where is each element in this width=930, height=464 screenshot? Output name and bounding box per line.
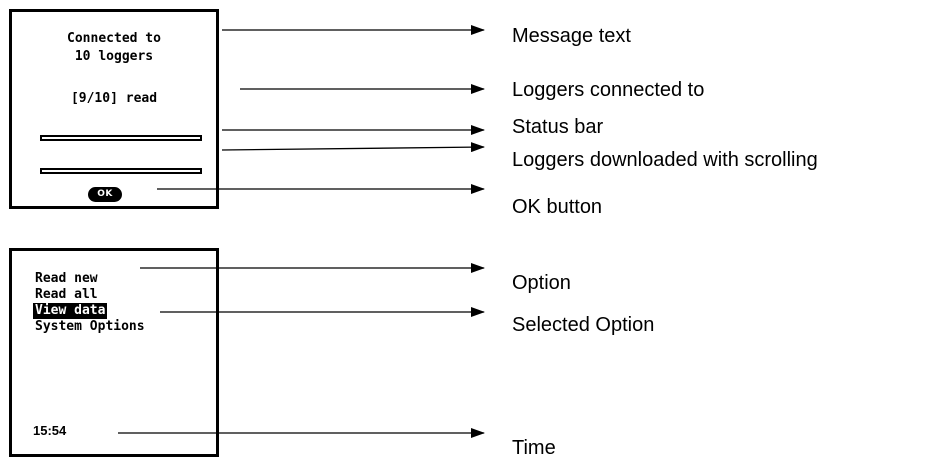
- label-ok-button: OK button: [512, 196, 603, 218]
- menu-option-system-options[interactable]: System Options: [35, 319, 145, 334]
- message-text-line-1: Connected to: [67, 31, 161, 46]
- ok-button[interactable]: OK: [88, 187, 122, 202]
- message-text-line-2: 10 loggers: [74, 49, 154, 64]
- clock-time: 15:54: [33, 423, 67, 438]
- connection-status-screen: Connected to 10 loggers [9/10] read OK: [9, 9, 219, 209]
- label-status-bar: Status bar: [512, 116, 604, 138]
- loggers-read-count: [9/10] read: [70, 91, 158, 106]
- loggers-downloaded-bar: [40, 168, 202, 174]
- label-loggers-downloaded: Loggers downloaded with scrolling: [512, 149, 818, 171]
- menu-option-view-data-selected[interactable]: View data: [33, 303, 108, 319]
- label-selected-option: Selected Option: [512, 314, 655, 336]
- status-bar: [40, 135, 202, 141]
- label-option: Option: [512, 272, 571, 294]
- menu-option-read-all[interactable]: Read all: [35, 287, 98, 302]
- label-message-text: Message text: [512, 25, 631, 47]
- menu-option-read-new[interactable]: Read new: [35, 271, 98, 286]
- label-loggers-connected-to: Loggers connected to: [512, 79, 705, 101]
- arrow-loggers-downloaded: [221, 142, 485, 153]
- label-time: Time: [512, 437, 556, 459]
- main-menu-screen: Read new Read all View data System Optio…: [9, 248, 219, 457]
